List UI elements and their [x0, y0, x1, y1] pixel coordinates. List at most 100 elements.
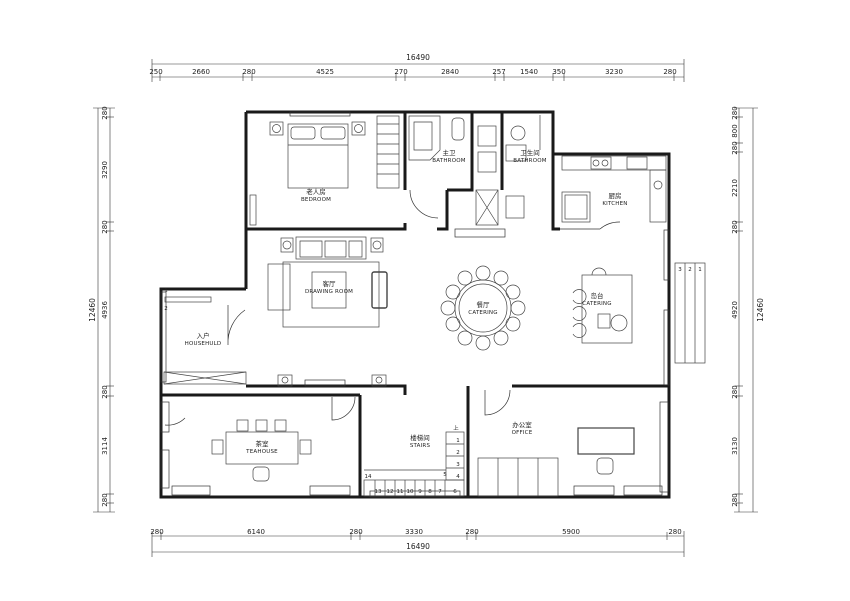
teahouse-furniture: [211, 419, 312, 482]
room-labels: 老人房 BEDROOM 主卫 BATHROOM 卫生间 BATHROOM 厨房 …: [185, 148, 628, 455]
top-dim-1: 250: [149, 68, 162, 76]
left-dimensions: 12460 280 3290 280 4936 280 3114 280: [88, 106, 115, 513]
bottom-dim-2: 6140: [247, 528, 265, 536]
stair-num-8: 8: [428, 489, 432, 495]
guest-bath-label-cn: 卫生间: [520, 148, 540, 157]
guest-bath-fixtures: [505, 115, 541, 219]
bedroom-label-cn: 老人房: [306, 187, 326, 196]
right-dim-5: 280: [731, 220, 739, 233]
stairs-label-en: STAIRS: [410, 443, 431, 449]
master-bath-fixtures: [408, 115, 499, 226]
right-dim-8: 3130: [731, 437, 739, 455]
stair-num-6: 6: [453, 489, 457, 495]
stair-num-7: 7: [438, 489, 442, 495]
left-dim-4: 4936: [101, 301, 109, 319]
left-total-dim: 12460: [88, 298, 97, 322]
stair-num-4: 4: [456, 474, 460, 480]
island-label-cn: 岛台: [591, 291, 604, 300]
stair-num-9: 9: [418, 489, 422, 495]
outside-step-2: 2: [688, 267, 692, 273]
stair-num-2: 2: [456, 450, 460, 456]
stairs: [363, 262, 706, 497]
left-dim-6: 3114: [101, 437, 109, 455]
drawing-room-label-en: DRAWING ROOM: [305, 289, 353, 295]
bedroom-label-en: BEDROOM: [301, 197, 331, 203]
entry-step-1: 1: [164, 288, 168, 294]
bottom-dim-1: 280: [150, 528, 163, 536]
top-dim-11: 280: [663, 68, 676, 76]
office-label-en: OFFICE: [512, 430, 533, 436]
dining-furniture: [440, 265, 526, 351]
bedroom-furniture: [249, 115, 400, 226]
top-dim-5: 270: [394, 68, 407, 76]
stairs-label-cn: 楼梯间: [410, 433, 430, 442]
teahouse-label-en: TEAHOUSE: [245, 449, 278, 455]
bottom-dim-4: 3330: [405, 528, 423, 536]
bottom-total-dim: 16490: [406, 542, 430, 551]
windows: [160, 111, 670, 498]
top-dim-3: 280: [242, 68, 255, 76]
entry-furniture: [163, 296, 247, 385]
top-dim-9: 350: [552, 68, 565, 76]
bottom-dim-3: 280: [349, 528, 362, 536]
stair-num-12: 12: [387, 489, 394, 495]
left-dim-5: 280: [101, 385, 109, 398]
outside-step-1: 1: [698, 267, 702, 273]
right-dim-3: 280: [731, 141, 739, 154]
office-furniture: [477, 427, 635, 497]
right-total-dim: 12460: [756, 298, 765, 322]
stair-num-13: 13: [375, 489, 382, 495]
stair-num-10: 10: [407, 489, 414, 495]
top-total-dim: 16490: [406, 53, 430, 62]
kitchen-label-en: KITCHEN: [602, 201, 627, 207]
bottom-dim-5: 280: [465, 528, 478, 536]
left-dim-2: 3290: [101, 161, 109, 179]
stair-up-label: 上: [453, 424, 459, 432]
stair-num-11: 11: [397, 489, 404, 495]
kitchen-label-cn: 厨房: [609, 191, 622, 200]
stair-num-14: 14: [365, 474, 372, 480]
living-furniture: [267, 236, 388, 387]
stair-numbers: 上 1 2 3 4 5 6 7 8 9 10 11 12 13 14 3 2 1…: [164, 267, 702, 495]
right-dim-6: 4920: [731, 301, 739, 319]
outside-step-3: 3: [678, 267, 682, 273]
stair-num-3: 3: [456, 462, 460, 468]
top-dim-2: 2660: [192, 68, 210, 76]
kitchen-fixtures: [561, 155, 667, 223]
doors: [164, 189, 621, 426]
left-dim-3: 280: [101, 220, 109, 233]
right-dim-9: 280: [731, 493, 739, 506]
right-dim-4: 2210: [731, 179, 739, 197]
entry-label-cn: 入户: [197, 331, 210, 340]
top-dim-6: 2840: [441, 68, 459, 76]
island-furniture: [572, 267, 633, 344]
dining-label-en: CATERING: [468, 310, 497, 316]
right-dim-7: 280: [731, 385, 739, 398]
top-dim-4: 4525: [316, 68, 334, 76]
top-dimensions: 16490 250 2660 280 4525 270 2840 257 154…: [149, 53, 685, 82]
teahouse-label-cn: 茶室: [256, 439, 270, 448]
master-bath-label-en: BATHROOM: [432, 158, 465, 164]
entry-label-en: HOUSEHULD: [185, 341, 222, 347]
bottom-dim-6: 5900: [562, 528, 580, 536]
master-bath-label-cn: 主卫: [443, 148, 457, 157]
guest-bath-label-en: BATHROOM: [513, 158, 546, 164]
right-dim-1: 280: [731, 106, 739, 119]
dining-label-cn: 餐厅: [477, 300, 491, 309]
right-dimensions: 280 800 280 2210 280 4920 280 3130 280 1…: [731, 106, 765, 513]
island-label-en: CATERING: [582, 301, 611, 307]
left-dim-7: 280: [101, 493, 109, 506]
stair-num-5: 5: [443, 472, 447, 478]
entry-step-2: 2: [164, 306, 168, 312]
top-dim-8: 1540: [520, 68, 538, 76]
exterior-walls: [159, 110, 671, 499]
office-label-cn: 办公室: [512, 420, 532, 429]
left-dim-1: 280: [101, 106, 109, 119]
top-dim-10: 3230: [605, 68, 623, 76]
drawing-room-label-cn: 客厅: [323, 279, 337, 288]
bottom-dim-7: 280: [668, 528, 681, 536]
top-dim-7: 257: [492, 68, 505, 76]
bottom-dimensions: 280 6140 280 3330 280 5900 280 16490: [150, 528, 685, 557]
right-dim-2: 800: [731, 124, 739, 137]
